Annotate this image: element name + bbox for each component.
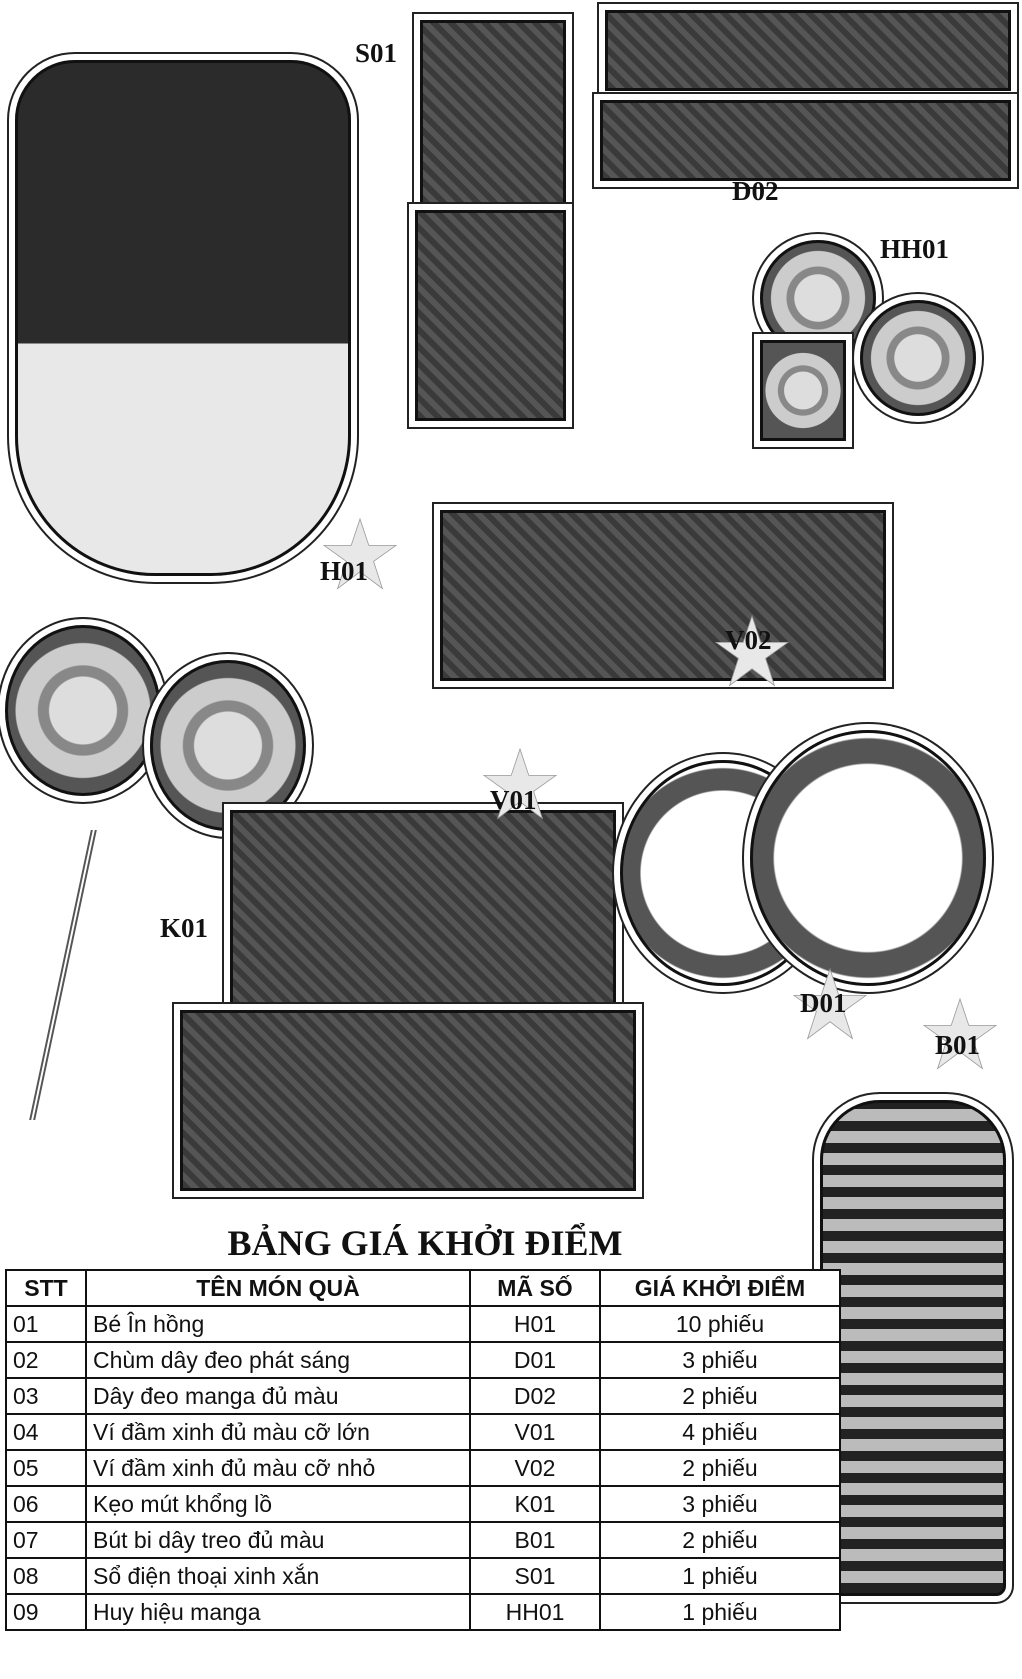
cell-stt: 09 xyxy=(5,1593,87,1631)
label-v01: V01 xyxy=(490,785,537,815)
header-stt: STT xyxy=(5,1269,87,1307)
cell-name: Dây đeo manga đủ màu xyxy=(85,1377,471,1415)
lollipop-photo-2 xyxy=(150,660,306,831)
cell-name: Bé În hồng xyxy=(85,1305,471,1343)
cell-price: 1 phiếu xyxy=(599,1557,841,1595)
cell-code: K01 xyxy=(469,1485,601,1523)
cell-code: S01 xyxy=(469,1557,601,1595)
label-k01: K01 xyxy=(160,913,209,943)
badge-photo-2 xyxy=(860,300,976,416)
badge-photo xyxy=(760,240,876,356)
phonebook-photo-2 xyxy=(415,210,566,421)
star-icon xyxy=(922,997,998,1070)
label-h01: H01 xyxy=(320,556,369,586)
header-price: GIÁ KHỞI ĐIỂM xyxy=(599,1269,841,1307)
cell-name: Bút bi dây treo đủ màu xyxy=(85,1521,471,1559)
cell-name: Sổ điện thoại xinh xắn xyxy=(85,1557,471,1595)
table-header-row: STT TÊN MÓN QUÀ MÃ SỐ GIÁ KHỞI ĐIỂM xyxy=(5,1269,841,1307)
cell-price: 1 phiếu xyxy=(599,1593,841,1631)
label-d02: D02 xyxy=(732,176,779,206)
label-v02: V02 xyxy=(725,625,772,655)
label-d01: D01 xyxy=(800,988,847,1018)
cell-code: B01 xyxy=(469,1521,601,1559)
badge-photo-3 xyxy=(760,340,846,441)
cell-stt: 06 xyxy=(5,1485,87,1523)
star-icon xyxy=(482,747,558,820)
cell-stt: 07 xyxy=(5,1521,87,1559)
cell-price: 2 phiếu xyxy=(599,1521,841,1559)
header-name: TÊN MÓN QUÀ xyxy=(85,1269,471,1307)
cell-price: 3 phiếu xyxy=(599,1485,841,1523)
pig-plush-photo xyxy=(15,60,351,576)
cell-name: Ví đầm xinh đủ màu cỡ lớn xyxy=(85,1413,471,1451)
cell-name: Huy hiệu manga xyxy=(85,1593,471,1631)
label-hh01: HH01 xyxy=(880,234,950,264)
cell-code: D02 xyxy=(469,1377,601,1415)
small-wallet-photo xyxy=(440,510,886,681)
cell-price: 2 phiếu xyxy=(599,1449,841,1487)
pen-photo xyxy=(820,1100,1006,1596)
cell-stt: 02 xyxy=(5,1341,87,1379)
cell-price: 10 phiếu xyxy=(599,1305,841,1343)
phonebook-photo xyxy=(420,20,566,206)
label-s01: S01 xyxy=(355,38,398,68)
cell-code: V02 xyxy=(469,1449,601,1487)
large-wallet-photo xyxy=(230,810,616,1006)
cell-price: 2 phiếu xyxy=(599,1377,841,1415)
cell-name: Chùm dây đeo phát sáng xyxy=(85,1341,471,1379)
cell-code: V01 xyxy=(469,1413,601,1451)
manga-strap-photo xyxy=(605,10,1011,91)
cell-code: D01 xyxy=(469,1341,601,1379)
cell-stt: 01 xyxy=(5,1305,87,1343)
cell-stt: 08 xyxy=(5,1557,87,1595)
price-table-title: BẢNG GIÁ KHỞI ĐIỂM xyxy=(227,1223,623,1263)
cell-price: 3 phiếu xyxy=(599,1341,841,1379)
cell-stt: 04 xyxy=(5,1413,87,1451)
cell-name: Ví đầm xinh đủ màu cỡ nhỏ xyxy=(85,1449,471,1487)
cell-name: Kẹo mút khổng lồ xyxy=(85,1485,471,1523)
label-b01: B01 xyxy=(935,1030,981,1060)
lollipop-photo xyxy=(5,625,161,796)
lollipop-sticks xyxy=(29,830,187,1120)
star-icon xyxy=(322,517,398,590)
cell-code: H01 xyxy=(469,1305,601,1343)
header-code: MÃ SỐ xyxy=(469,1269,601,1307)
glow-strap-photo-2 xyxy=(750,730,986,986)
star-icon xyxy=(714,614,790,687)
cell-price: 4 phiếu xyxy=(599,1413,841,1451)
star-icon xyxy=(792,967,868,1040)
cell-stt: 05 xyxy=(5,1449,87,1487)
cell-code: HH01 xyxy=(469,1593,601,1631)
manga-strap-photo-2 xyxy=(600,100,1011,181)
large-wallet-photo-2 xyxy=(180,1010,636,1191)
cell-stt: 03 xyxy=(5,1377,87,1415)
